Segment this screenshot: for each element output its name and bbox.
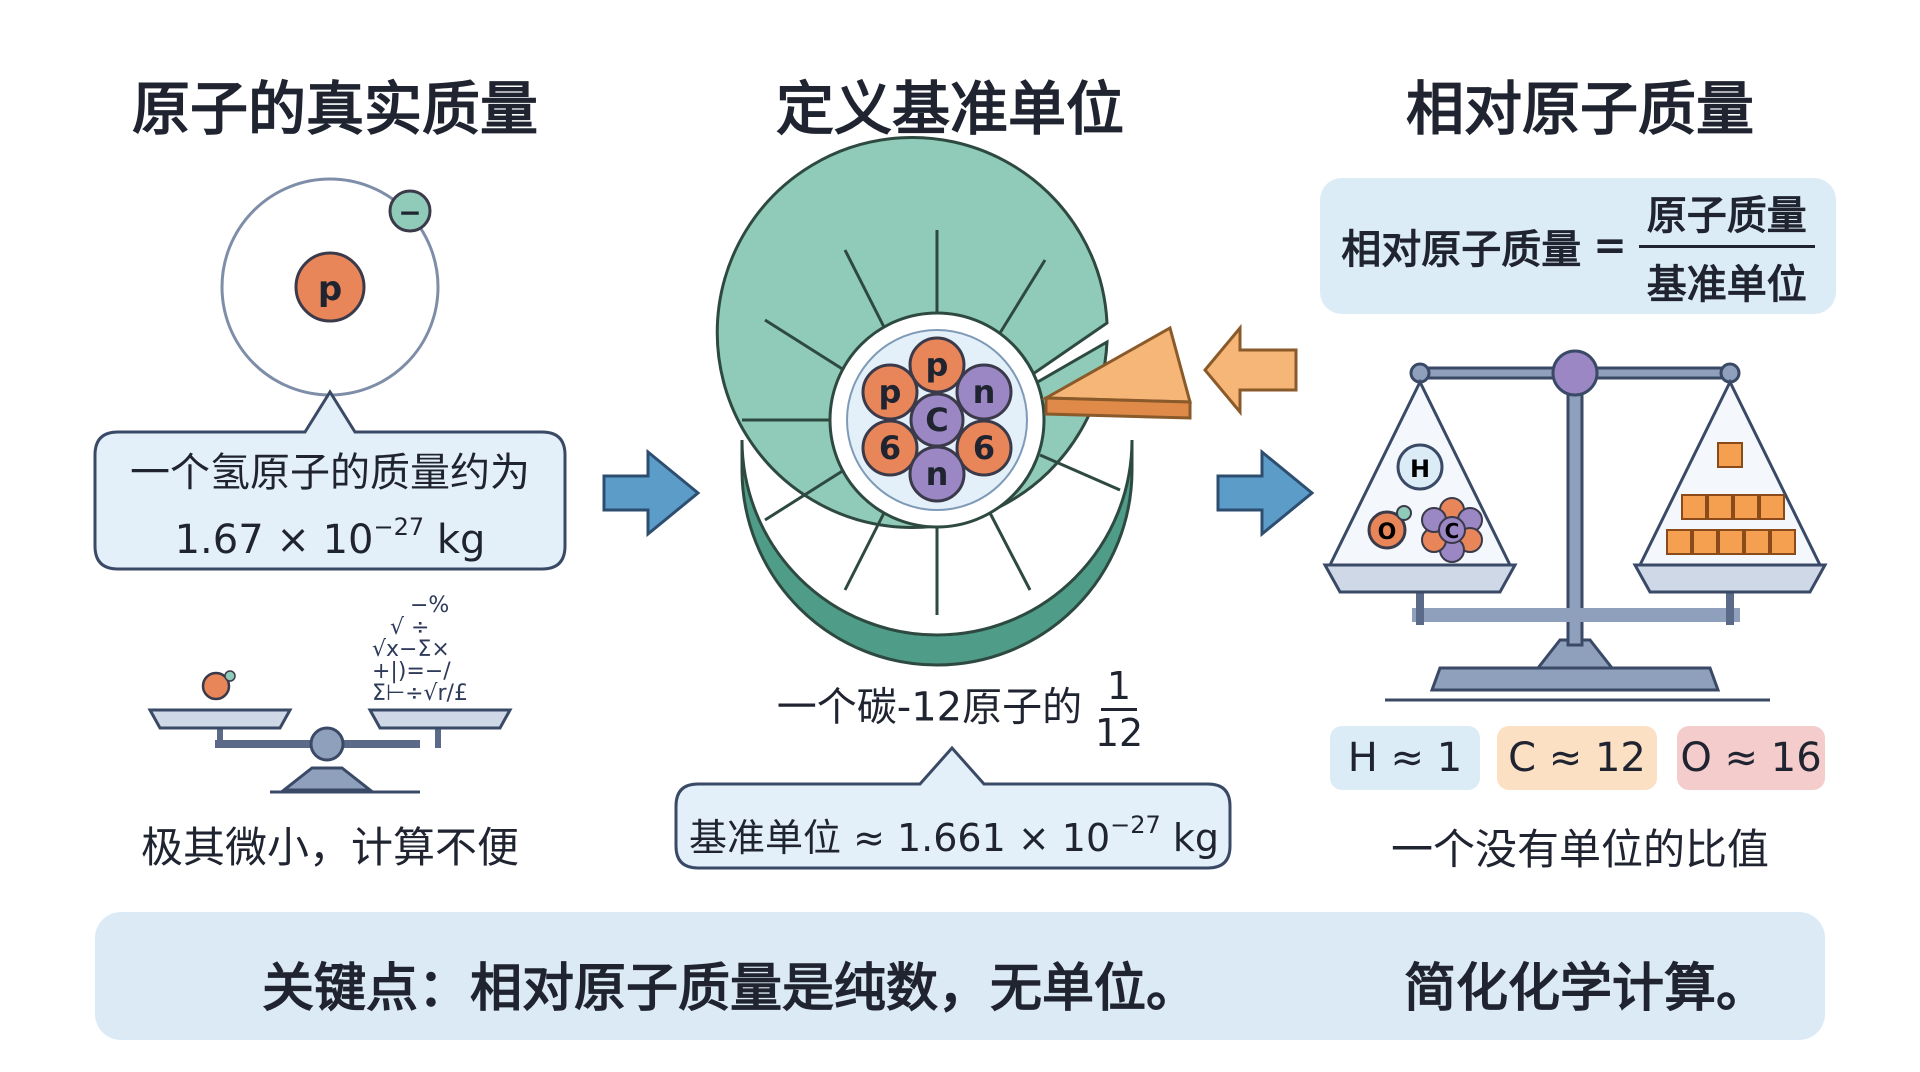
electron-label: − <box>398 196 421 229</box>
nucleon-label: p <box>926 346 949 384</box>
title-define-unit: 定义基准单位 <box>775 75 1124 143</box>
nucleon-label: C <box>925 401 948 439</box>
svg-text:−%: −% <box>410 593 449 618</box>
formula-label: 相对原子质量 <box>1341 227 1582 273</box>
svg-text:√x−Σ×: √x−Σ× <box>372 637 450 662</box>
right-caption: 一个没有单位的比值 <box>1390 825 1769 874</box>
title-real-mass: 原子的真实质量 <box>131 75 538 143</box>
hydrogen-mass-text: 一个氢原子的质量约为 1.67 × 10−27 kg <box>100 446 560 567</box>
svg-text:Σ⊢÷√r/£: Σ⊢÷√r/£ <box>372 681 468 706</box>
balance-scale-icon: H O C <box>1322 349 1828 702</box>
arrow-right-icon <box>602 448 701 538</box>
callout-line2: 1.67 × 10−27 kg <box>174 513 486 563</box>
nucleon-label: 6 <box>879 429 901 467</box>
nucleon-label: 6 <box>973 429 995 467</box>
callout-line1: 一个氢原子的质量约为 <box>130 450 530 496</box>
chip-hydrogen: H ≈ 1 <box>1330 726 1480 790</box>
svg-text:+|)=−/: +|)=−/ <box>372 659 451 684</box>
formula-box: 相对原子质量 = 原子质量 基准单位 <box>1320 178 1836 314</box>
title-relative-mass: 相对原子质量 <box>1405 75 1754 143</box>
nucleon-label: p <box>879 373 902 411</box>
base-unit-callout <box>674 745 1232 870</box>
svg-text:√ ÷: √ ÷ <box>390 615 429 640</box>
small-scale-icon <box>147 670 513 794</box>
carbon-label: C <box>1445 519 1460 543</box>
oxygen-label: O <box>1378 520 1397 545</box>
left-caption: 极其微小，计算不便 <box>140 823 519 872</box>
carbon-disk-icon: p p n 6 C 6 n <box>715 136 1134 667</box>
hydrogen-atom-icon: p − <box>220 177 440 397</box>
hydrogen-mass-callout <box>93 389 567 571</box>
nucleon-label: n <box>973 373 996 411</box>
chip-oxygen: O ≈ 16 <box>1677 726 1825 790</box>
key-point-text: 关键点：相对原子质量是纯数，无单位。 <box>262 959 1199 1019</box>
arrow-left-icon <box>1203 323 1298 417</box>
hydrogen-label: H <box>1410 455 1430 483</box>
base-unit-text: 基准单位 ≈ 1.661 × 10−27 kg <box>688 811 1219 860</box>
chip-carbon: C ≈ 12 <box>1497 726 1657 790</box>
nucleon-label: n <box>926 455 949 493</box>
key-point-bar <box>95 912 1825 1040</box>
math-symbols-icon: −% √ ÷ √x−Σ× +|)=−/ Σ⊢÷√r/£ <box>372 593 468 706</box>
formula-equals: = <box>1593 223 1627 269</box>
formula-fraction: 原子质量 基准单位 <box>1638 183 1815 310</box>
key-point-text-2: 简化化学计算。 <box>1404 959 1769 1019</box>
arrow-right-icon <box>1216 448 1315 538</box>
proton-label: p <box>318 269 342 309</box>
